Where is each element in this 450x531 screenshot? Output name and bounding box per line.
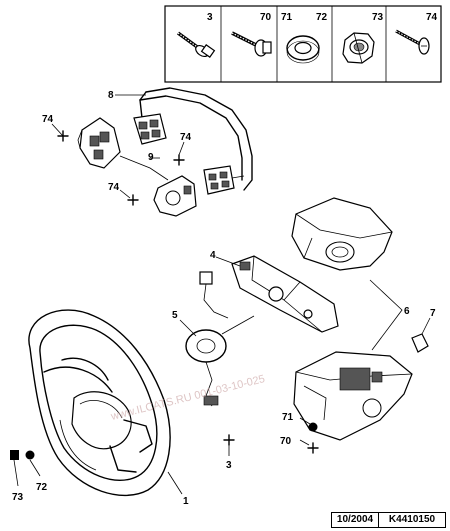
switch-module-left	[133, 113, 167, 145]
callout-74-lower: 74	[108, 182, 120, 193]
legend-ref-70: 70	[260, 12, 272, 23]
watermark-text: www.ILCATS.RU 001-03-10-025	[109, 373, 266, 423]
callout-6: 6	[404, 306, 410, 317]
tapping-screw-icon	[395, 29, 430, 55]
switch-housing-left	[77, 117, 121, 169]
callout-1: 1	[183, 496, 189, 507]
fastener-legend: 3 70 71 72 73 74	[164, 5, 442, 83]
washer-icon	[286, 35, 320, 64]
callout-70: 70	[280, 436, 292, 447]
callout-9: 9	[148, 152, 154, 163]
legend-ref-72: 72	[316, 12, 328, 23]
part-7-clip	[411, 317, 431, 353]
callout-74-right: 74	[180, 132, 192, 143]
legend-ref-73: 73	[372, 12, 384, 23]
part-8-bracket	[115, 87, 253, 195]
footer-reference: K4410150	[378, 512, 446, 528]
part-9-switch-housings	[77, 117, 197, 217]
switch-housing-lower	[153, 175, 197, 217]
part-6-column-shrouds	[291, 197, 413, 441]
callout-4: 4	[210, 250, 216, 261]
callout-72: 72	[36, 482, 48, 493]
nut-73-washer-72-markers	[10, 450, 41, 487]
part-5-rotary-connector	[179, 271, 255, 407]
callout-71: 71	[282, 412, 294, 423]
screw-74-markers	[51, 123, 185, 206]
callout-3: 3	[226, 460, 232, 471]
callout-5: 5	[172, 310, 178, 321]
switch-module-right	[203, 165, 245, 195]
legend-ref-74: 74	[426, 12, 438, 23]
callout-7: 7	[430, 308, 436, 319]
part-1-steering-wheel	[28, 309, 183, 497]
screw-3-marker	[223, 434, 235, 456]
callout-74-left: 74	[42, 114, 54, 125]
flanged-screw-icon	[231, 31, 272, 57]
callout-73: 73	[12, 492, 24, 503]
screw-70-washer-71-markers	[299, 417, 319, 454]
footer-date: 10/2004	[331, 512, 379, 528]
screw-washer-icon	[176, 31, 216, 58]
legend-ref-71: 71	[281, 12, 293, 23]
legend-ref-3: 3	[207, 12, 213, 23]
callout-8: 8	[108, 90, 114, 101]
part-4-column-switch	[215, 255, 339, 333]
nut-icon	[342, 32, 375, 64]
